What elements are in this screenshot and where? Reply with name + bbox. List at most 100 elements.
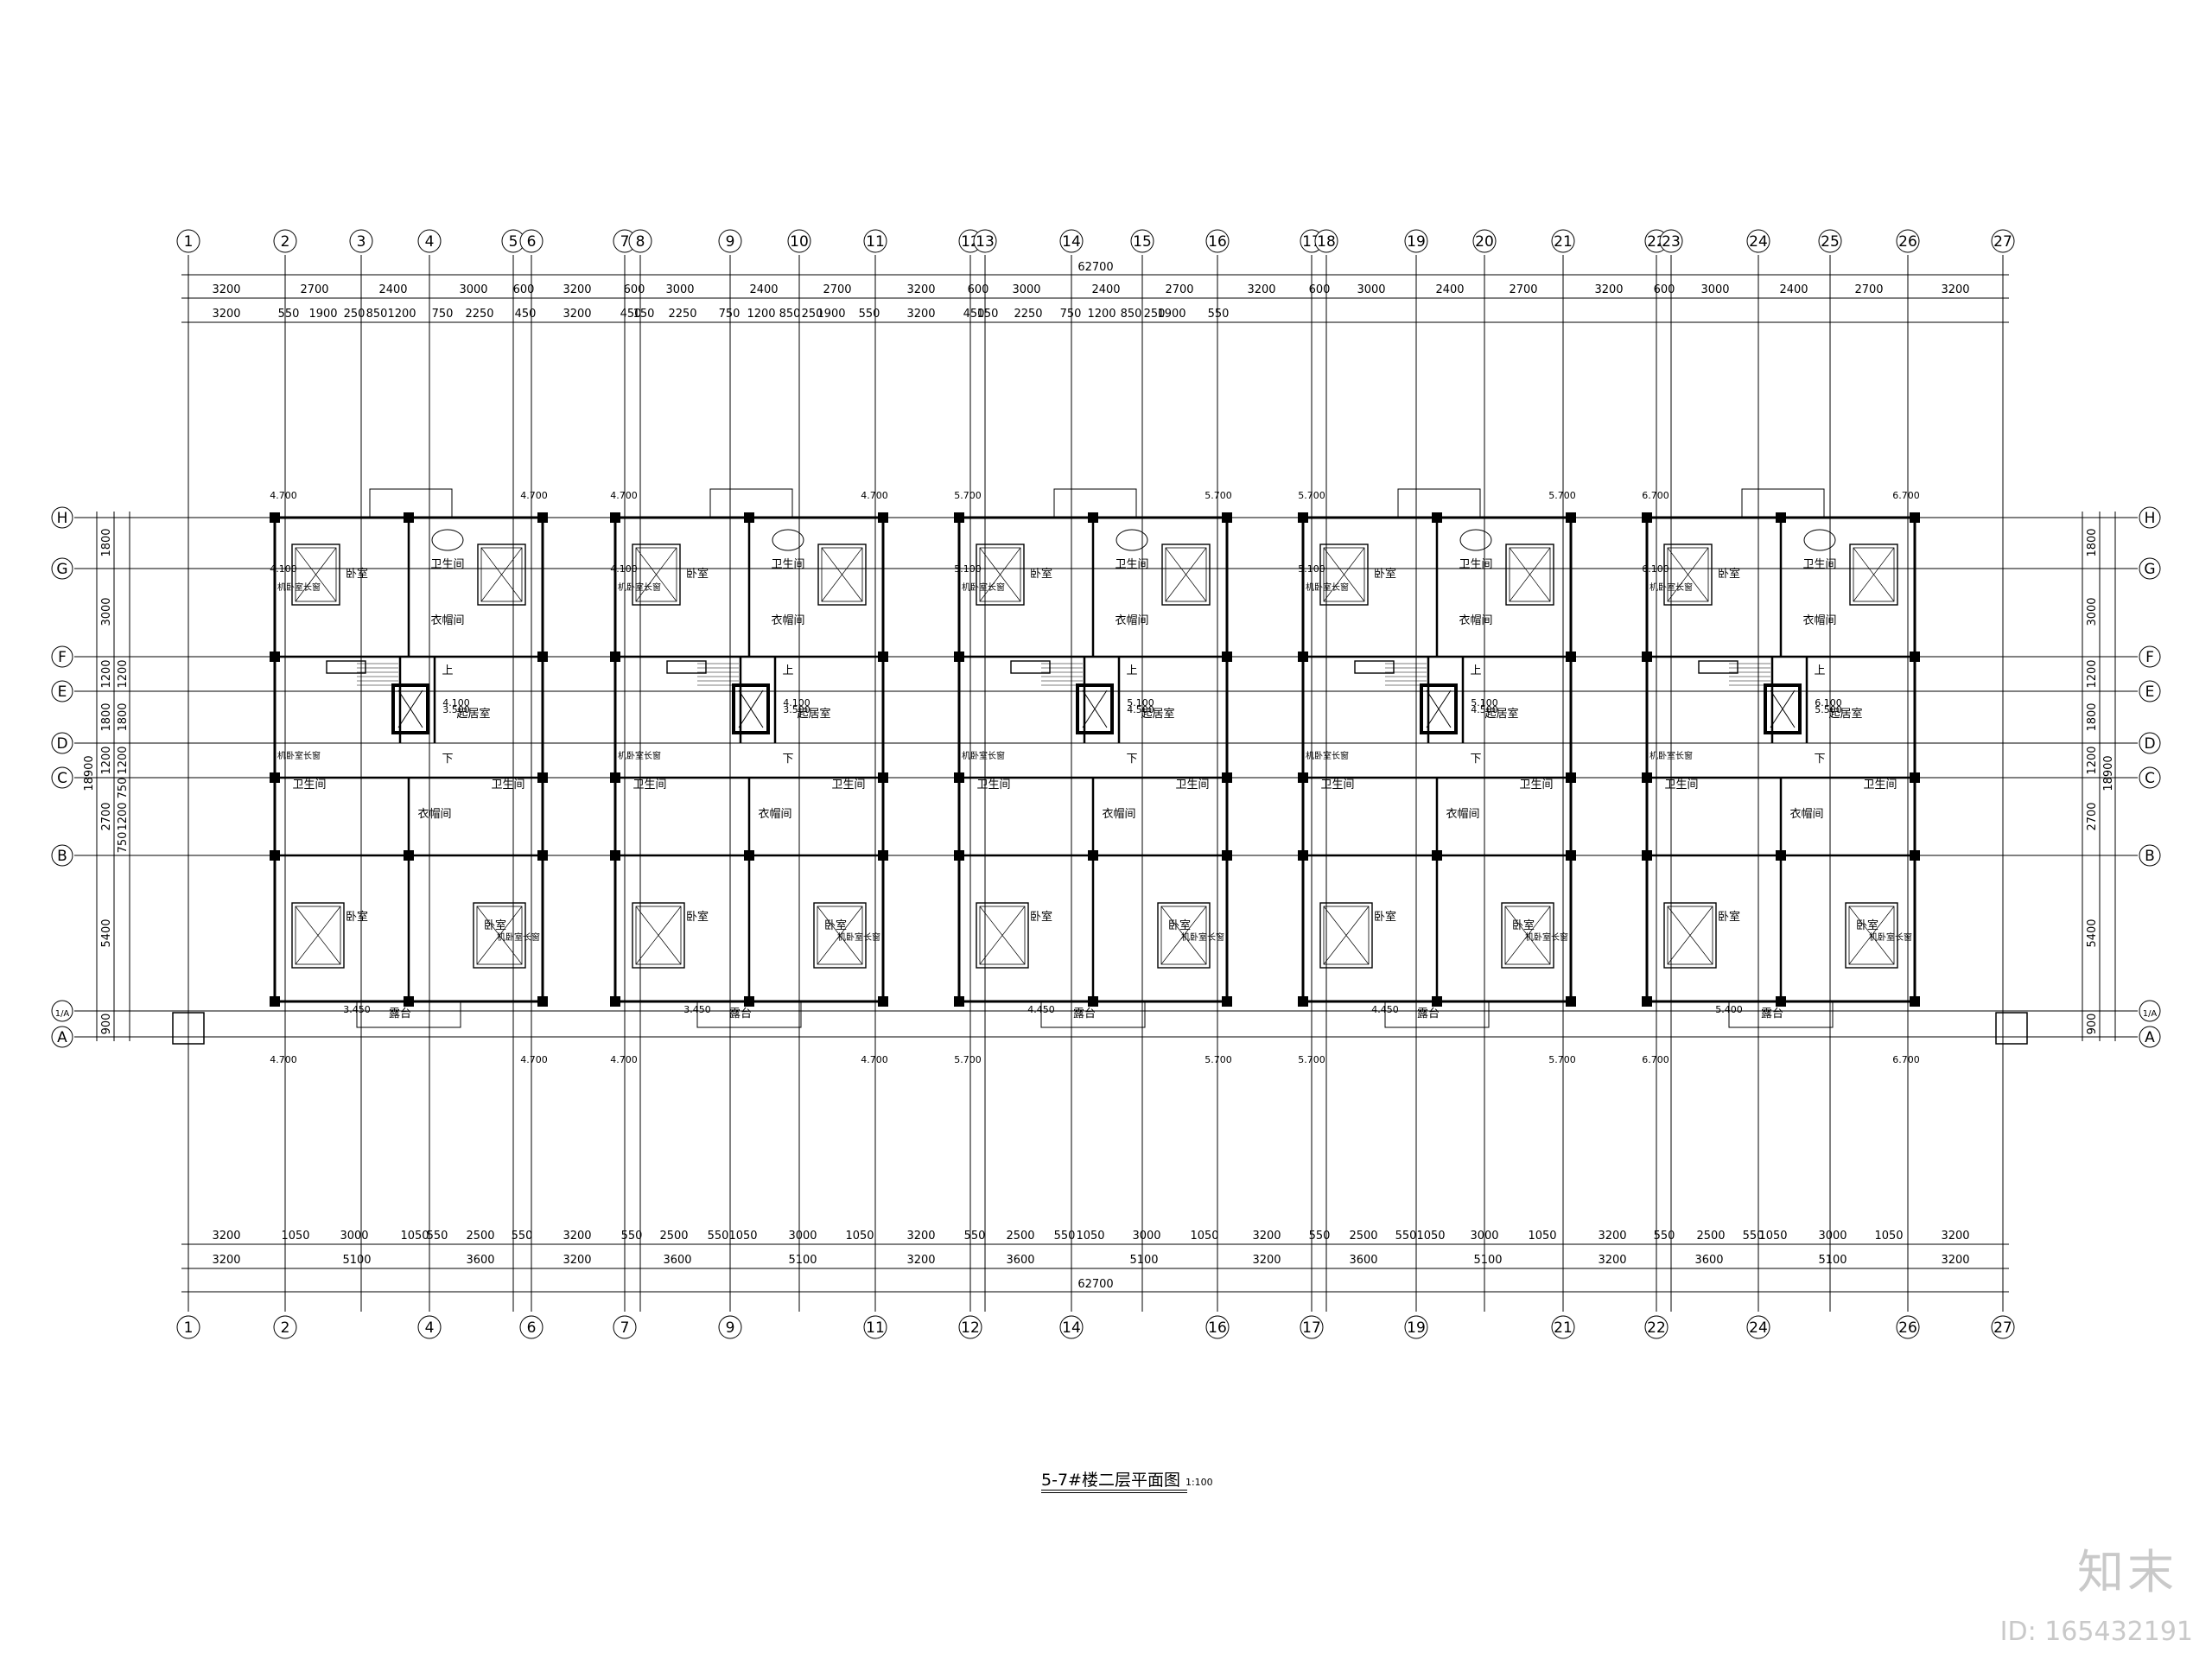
bed-icon-upper-2 bbox=[1849, 543, 1898, 606]
dim-top-r2: 150 bbox=[633, 308, 655, 321]
bed-frame bbox=[477, 543, 526, 606]
dim-top-r1: 600 bbox=[1654, 283, 1675, 296]
elev-side-2: 6.100 bbox=[1815, 697, 1842, 709]
elev-top: 5.700 bbox=[954, 490, 982, 501]
room-label-bathroom-2: 卫生间 bbox=[632, 779, 666, 791]
dim-left: 1800 bbox=[100, 702, 113, 731]
grid-bubble-bottom-2 bbox=[273, 1315, 297, 1339]
column bbox=[1910, 996, 1920, 1007]
room-label-balcony: 露台 bbox=[389, 1007, 411, 1020]
elev-top-2: 5.700 bbox=[1205, 490, 1232, 501]
dim-top-r1: 2400 bbox=[1091, 283, 1120, 296]
grid-bubble-bottom-11 bbox=[863, 1315, 887, 1339]
bed-frame bbox=[976, 902, 1029, 969]
dim-bottom-r1: 2500 bbox=[1696, 1230, 1725, 1243]
elev-balcony: 5.400 bbox=[1715, 1004, 1743, 1015]
dim-bottom-r1: 1050 bbox=[1416, 1230, 1445, 1243]
sofa-icon bbox=[1354, 660, 1395, 674]
column bbox=[537, 850, 548, 861]
grid-label-bottom-22: 22 bbox=[1647, 1319, 1666, 1337]
dim-top-r2: 3200 bbox=[563, 308, 591, 321]
column bbox=[1222, 772, 1232, 783]
bed-mattress bbox=[1848, 906, 1895, 965]
window-note-3: 机卧室长窗 bbox=[1181, 931, 1224, 943]
bed-icon-lower bbox=[976, 902, 1029, 969]
grid-bubble-L-D bbox=[51, 732, 73, 754]
room-label-bathroom-2: 卫生间 bbox=[1320, 779, 1354, 791]
dim-bottom-r1: 3200 bbox=[563, 1230, 591, 1243]
grid-bubble-R-B bbox=[2139, 844, 2161, 867]
grid-label-R-1-A: 1/A bbox=[2143, 1009, 2158, 1019]
room-label-bedroom-2: 卧室 bbox=[1718, 910, 1740, 924]
grid-label-top-25: 25 bbox=[1821, 233, 1840, 251]
bed-frame bbox=[1319, 543, 1369, 606]
stair-down-label: 下 bbox=[1126, 753, 1137, 766]
grid-bubble-top-13 bbox=[973, 229, 997, 253]
dim-left-sub: 1200 bbox=[117, 746, 130, 774]
grid-bubble-top-16 bbox=[1205, 229, 1230, 253]
grid-bubble-top-23 bbox=[1659, 229, 1683, 253]
title-underline-2 bbox=[1041, 1492, 1187, 1493]
bed-icon-lower-2 bbox=[813, 902, 867, 969]
grid-label-bottom-27: 27 bbox=[1993, 1319, 2012, 1337]
bed-icon-upper bbox=[632, 543, 681, 606]
dim-left: 1200 bbox=[100, 746, 113, 774]
grid-bubble-top-2 bbox=[273, 229, 297, 253]
dim-left-sub: 750 bbox=[117, 832, 130, 854]
window-note-2: 机卧室长窗 bbox=[1649, 750, 1693, 761]
bed-frame bbox=[291, 543, 340, 606]
elevator-shaft bbox=[1420, 683, 1458, 734]
dim-bottom-r1: 3000 bbox=[340, 1230, 368, 1243]
room-label-bedroom: 卧室 bbox=[1030, 567, 1052, 581]
dim-left: 1800 bbox=[100, 528, 113, 556]
room-label-bedroom-3: 卧室 bbox=[824, 918, 847, 932]
elevator-shaft bbox=[1076, 683, 1114, 734]
bed-cross-b bbox=[1509, 547, 1551, 602]
elev-top-2: 6.700 bbox=[1892, 490, 1920, 501]
stair-down-label: 下 bbox=[442, 753, 453, 766]
grid-label-top-14: 14 bbox=[1062, 233, 1081, 251]
grid-bubble-bottom-9 bbox=[718, 1315, 742, 1339]
grid-label-bottom-7: 7 bbox=[620, 1319, 630, 1337]
bed-icon-upper-2 bbox=[1161, 543, 1211, 606]
building-units: 卧室卫生间衣帽间起居室卫生间卫生间衣帽间卧室卧室露台上下机卧室长窗机卧室长窗机卧… bbox=[172, 488, 2028, 1065]
dim-top-r2: 3200 bbox=[212, 308, 240, 321]
dim-bottom-r1: 550 bbox=[1309, 1230, 1331, 1243]
column bbox=[1432, 512, 1442, 523]
bed-frame bbox=[1161, 543, 1211, 606]
stair-down-label: 下 bbox=[1814, 753, 1825, 766]
dim-top-r2: 750 bbox=[1060, 308, 1082, 321]
elev-side-2: 5.100 bbox=[1127, 697, 1154, 709]
dim-top-r1: 3200 bbox=[906, 283, 935, 296]
grid-bubble-L-1-A bbox=[51, 1000, 73, 1022]
room-label-bedroom-3: 卧室 bbox=[1168, 918, 1191, 932]
dim-top-r1: 2400 bbox=[749, 283, 778, 296]
dim-bottom-r1: 550 bbox=[1654, 1230, 1675, 1243]
bed-mattress bbox=[1504, 906, 1551, 965]
dim-bottom-r1: 1050 bbox=[1076, 1230, 1104, 1243]
dim-bottom-r1: 3200 bbox=[212, 1230, 240, 1243]
column bbox=[1222, 652, 1232, 662]
dim-bottom-r1: 550 bbox=[1395, 1230, 1417, 1243]
column bbox=[537, 512, 548, 523]
dim-right: 1200 bbox=[2086, 659, 2099, 688]
window-note: 机卧室长窗 bbox=[962, 582, 1005, 593]
grid-bubble-top-27 bbox=[1991, 229, 2015, 253]
dimension-lines bbox=[96, 274, 2116, 1293]
dim-left: 900 bbox=[100, 1014, 113, 1035]
grid-bubble-R-G bbox=[2139, 557, 2161, 580]
elev-mid: 3.500 bbox=[442, 704, 470, 715]
dim-top-r2: 2250 bbox=[1014, 308, 1042, 321]
elev-balcony: 3.450 bbox=[683, 1004, 711, 1015]
grid-label-bottom-19: 19 bbox=[1407, 1319, 1426, 1337]
grid-bubble-bottom-7 bbox=[613, 1315, 637, 1339]
grid-label-top-16: 16 bbox=[1208, 233, 1227, 251]
grid-label-L-B: B bbox=[57, 848, 67, 865]
grid-label-bottom-12: 12 bbox=[961, 1319, 980, 1337]
column bbox=[404, 850, 414, 861]
bed-cross-b bbox=[979, 547, 1021, 602]
grid-bubble-bottom-17 bbox=[1300, 1315, 1324, 1339]
room-label-bedroom: 卧室 bbox=[1374, 567, 1396, 581]
dim-top-r1: 3000 bbox=[1012, 283, 1040, 296]
column bbox=[1298, 512, 1308, 523]
